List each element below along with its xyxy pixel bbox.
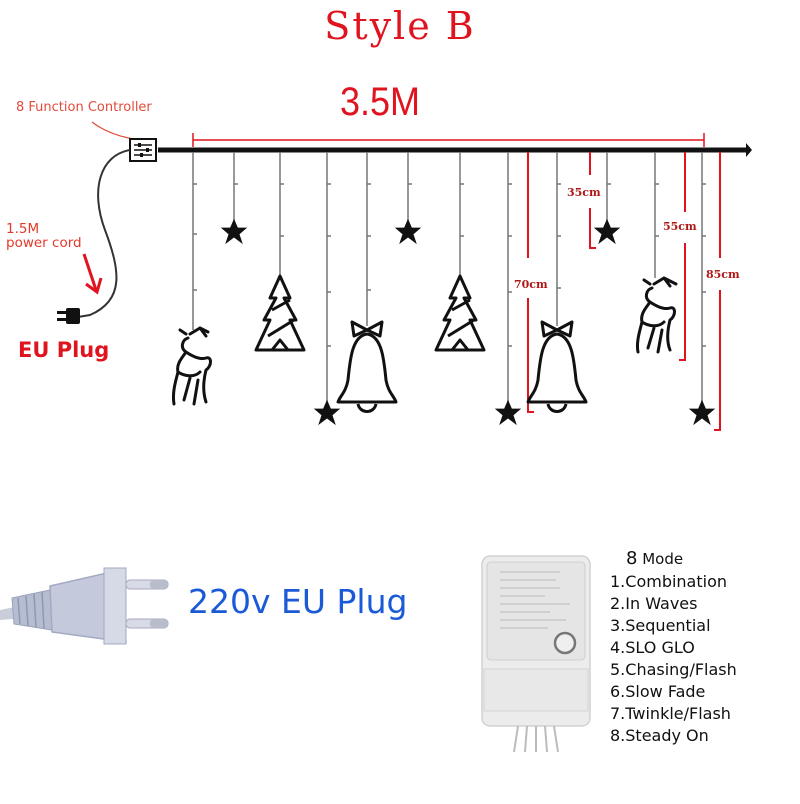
eu-plug-image [0, 567, 169, 645]
mode-item: 4.SLO GLO [610, 638, 695, 657]
drop-length-85cm: 85cm [706, 268, 740, 281]
power-cord-text: power cord [6, 235, 82, 251]
power-cord-label: 1.5M power cord [6, 222, 82, 250]
arrow-down-icon [82, 253, 103, 295]
modes-title: Mode [642, 550, 684, 568]
star-icon [593, 218, 621, 245]
star-icon [494, 399, 522, 426]
star-icon [394, 218, 422, 245]
star-icon [313, 399, 341, 426]
mode-item: 7.Twinkle/Flash [610, 704, 731, 723]
mode-item: 1.Combination [610, 572, 728, 591]
mode-button-icon [553, 631, 577, 655]
tree-icon [434, 274, 486, 352]
bell-icon [526, 320, 588, 413]
eu-plug-label: EU Plug [18, 338, 110, 362]
controller-image [481, 555, 591, 753]
reindeer-icon [172, 326, 212, 406]
modes-heading: 8 Mode [626, 548, 683, 569]
power-cord-length: 1.5M [6, 221, 40, 237]
mode-item: 5.Chasing/Flash [610, 660, 737, 679]
star-icon [220, 218, 248, 245]
mode-item: 6.Slow Fade [610, 682, 706, 701]
reindeer-icon [636, 276, 678, 354]
star-icon [688, 399, 716, 426]
drop-length-35cm: 35cm [567, 186, 601, 199]
plug-voltage-label: 220v EU Plug [188, 582, 408, 621]
page-title: Style B [324, 4, 476, 48]
modes-list: 1.Combination 2.In Waves 3.Sequential 4.… [610, 571, 737, 747]
modes-count: 8 [626, 548, 638, 569]
controller-box-icon [129, 138, 157, 162]
mode-item: 2.In Waves [610, 594, 698, 613]
length-dimension-line [192, 133, 705, 147]
mode-item: 3.Sequential [610, 616, 711, 635]
star-ornaments [220, 218, 716, 426]
controller-label: 8 Function Controller [16, 100, 152, 115]
drop-length-70cm: 70cm [514, 278, 548, 291]
tree-icon [254, 274, 306, 352]
total-length-label: 3.5M [340, 80, 421, 124]
drop-length-55cm: 55cm [663, 220, 697, 233]
small-plug-icon [57, 308, 80, 324]
mode-item: 8.Steady On [610, 726, 709, 745]
bell-icon [336, 320, 398, 413]
